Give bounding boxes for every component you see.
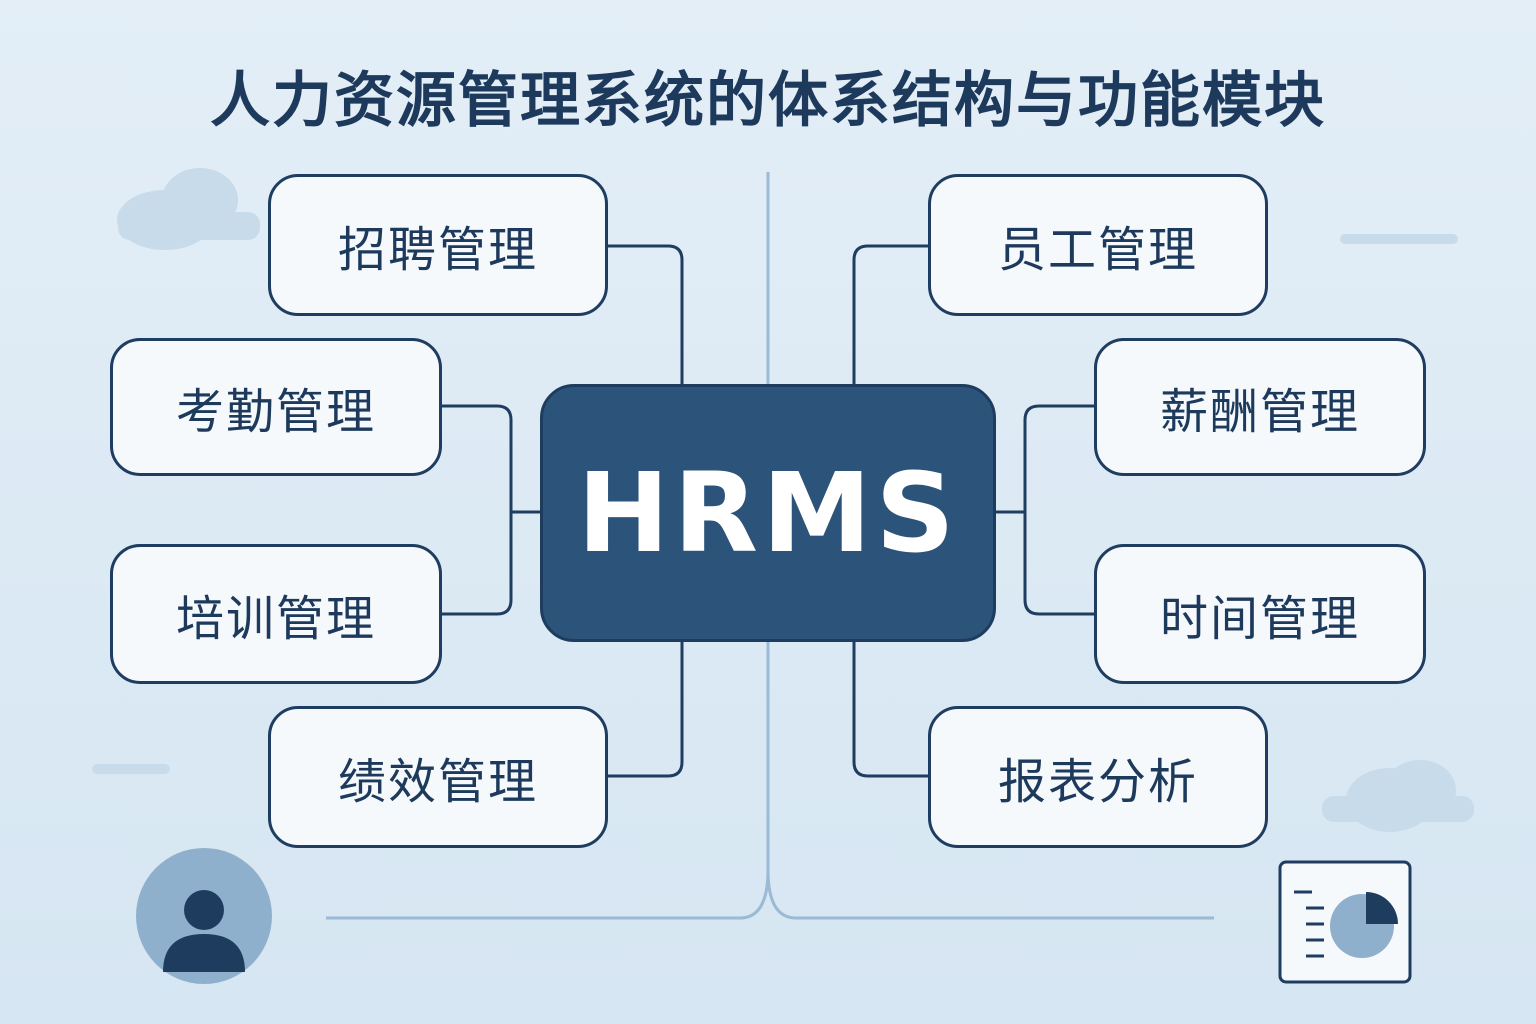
connector-line xyxy=(606,642,684,778)
connector-line xyxy=(852,244,928,384)
connector-line xyxy=(852,642,928,778)
cloud-icon xyxy=(117,168,260,250)
module-report: 报表分析 xyxy=(928,706,1268,848)
decor-bar xyxy=(1340,234,1458,244)
connector-line xyxy=(606,244,684,384)
module-time: 时间管理 xyxy=(1094,544,1426,684)
page-title: 人力资源管理系统的体系结构与功能模块 xyxy=(210,66,1326,136)
spine-line xyxy=(326,172,1214,920)
connector-line xyxy=(440,404,513,616)
cloud-icon xyxy=(1322,760,1474,832)
module-performance: 绩效管理 xyxy=(268,706,608,848)
module-training: 培训管理 xyxy=(110,544,442,684)
report-chart-icon xyxy=(1278,860,1412,984)
module-compensation: 薪酬管理 xyxy=(1094,338,1426,476)
module-employee: 员工管理 xyxy=(928,174,1268,316)
connector-line xyxy=(1023,404,1094,616)
decor-bar xyxy=(92,764,170,774)
module-recruitment: 招聘管理 xyxy=(268,174,608,316)
hub-node: HRMS xyxy=(540,384,996,642)
user-avatar-icon xyxy=(136,848,272,984)
connectors xyxy=(440,244,1094,778)
module-attendance: 考勤管理 xyxy=(110,338,442,476)
